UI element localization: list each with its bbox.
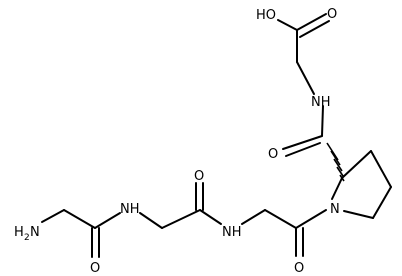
bond-c-ch2-gly2 [161, 209, 201, 229]
atom-o-gly1: O [90, 261, 100, 276]
atom-h2n-h: H [14, 225, 24, 240]
atom-nh-mid: NH [222, 225, 242, 240]
atom-o-gly3: O [294, 261, 304, 276]
bond-c-o-double-a [296, 13, 327, 31]
bond-ring-3 [372, 186, 392, 219]
bond-ring-4 [343, 210, 374, 219]
atom-h2n-n: N [30, 225, 40, 240]
atom-o-pro: O [268, 147, 278, 162]
atom-oh: HO [256, 8, 276, 23]
bond-oh-c [277, 19, 298, 31]
atom-label-layer: HO O NH O N O NH O NH O H 2 N [14, 7, 340, 276]
atom-nh-top: NH [311, 95, 331, 110]
bond-c-o-pro-a [282, 135, 323, 150]
bond-ring-2 [370, 150, 392, 188]
bond-c-o-pro-b [285, 142, 321, 157]
bond-c-o-double-b [299, 20, 330, 38]
atom-o-gly2: O [194, 169, 204, 184]
bond-ring-5 [331, 177, 343, 200]
atom-nh-left: NH [120, 202, 140, 217]
atom-h2n: H 2 N [14, 225, 40, 243]
bond-n-c-gly3 [295, 209, 327, 229]
bond-nh-c-gly2 [199, 209, 222, 225]
atom-h2n-sub: 2 [24, 233, 30, 243]
bond-nh-c [321, 105, 324, 137]
bond-c-ch2-gly1 [63, 209, 96, 229]
bond-ch2-nh2 [41, 209, 65, 223]
atom-o-acid: O [327, 7, 337, 22]
bond-layer [41, 13, 392, 258]
bond-c-ch2-gly3 [264, 209, 297, 229]
bond-ch2-nh [296, 61, 315, 95]
stereo-hash-bond [326, 142, 345, 182]
bond-ch2-nh-mid [241, 209, 266, 225]
atom-n-pro: N [330, 202, 340, 217]
bond-ch2-nh-left [139, 212, 163, 229]
bond-nh-c-gly1 [94, 212, 121, 229]
bond-ring-1 [341, 150, 372, 179]
